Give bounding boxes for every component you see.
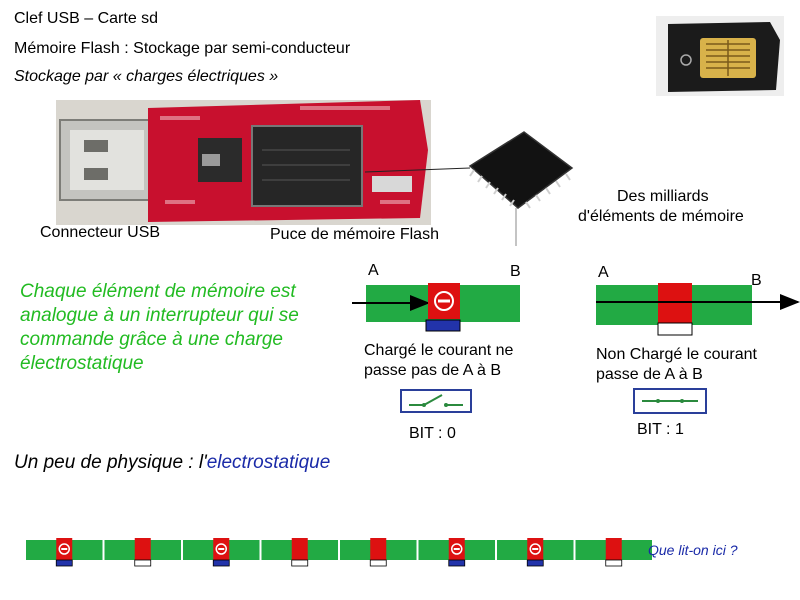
terminal-b-label: B [510,263,521,280]
gate [134,538,151,560]
sequence-cell-charged [497,538,574,567]
sd-card-image [656,16,784,96]
title-line-1: Clef USB – Carte sd [14,10,159,27]
usb-stick-image [56,100,431,225]
charge-layer [526,559,544,567]
billions-label-line-2: d'éléments de mémoire [578,208,744,225]
usb-connector-label: Connecteur USB [40,224,161,241]
sequence-cell-uncharged [575,538,652,567]
empty-charge-layer [605,559,623,567]
bit-zero-label: BIT : 0 [409,425,456,442]
terminal-a-label: A [368,262,379,279]
terminal-b-label: B [751,272,762,289]
gate [370,538,387,560]
memory-chip-image [468,131,574,209]
empty-charge-layer [291,559,309,567]
zoom-line [364,167,471,173]
open-switch-icon [400,389,472,413]
title-line-3: Stockage par « charges électriques » [14,68,279,85]
uncharged-caption-2: passe de A à B [596,366,703,383]
flash-chip-label: Puce de mémoire Flash [270,226,439,243]
bit-one-label: BIT : 1 [637,421,684,438]
sequence-cell-uncharged [340,538,417,567]
uncharged-cell-diagram [596,283,800,414]
sequence-cell-charged [183,538,260,567]
title-line-2: Mémoire Flash : Stockage par semi-conduc… [14,40,351,57]
charge-layer [212,559,230,567]
charged-caption-2: passe pas de A à B [364,362,501,379]
uncharged-caption-1: Non Chargé le courant [596,346,757,363]
sequence-cell-charged [26,538,103,567]
empty-charge-layer [134,559,152,567]
billions-label-line-1: Des milliards [617,188,709,205]
physics-heading: Un peu de physique : l'electrostatique [14,452,330,474]
gate [605,538,622,560]
empty-charge-layer [369,559,387,567]
sequence-cell-charged [418,538,495,567]
physics-prefix: Un peu de physique : l' [14,452,207,473]
terminal-a-label: A [598,264,609,281]
sequence-cell-uncharged [104,538,181,567]
charged-cell-diagram [352,283,520,413]
charge-layer [55,559,73,567]
charged-caption-1: Chargé le courant ne [364,342,514,359]
empty-charge-layer [657,322,693,336]
charge-layer [448,559,466,567]
physics-link[interactable]: electrostatique [206,452,331,473]
question-text: Que lit-on ici ? [648,542,738,558]
charge-layer [425,319,461,332]
explanation-text: Chaque élément de mémoire est analogue à… [20,281,299,374]
gate [291,538,308,560]
memory-sequence [26,538,652,567]
sequence-cell-uncharged [261,538,338,567]
